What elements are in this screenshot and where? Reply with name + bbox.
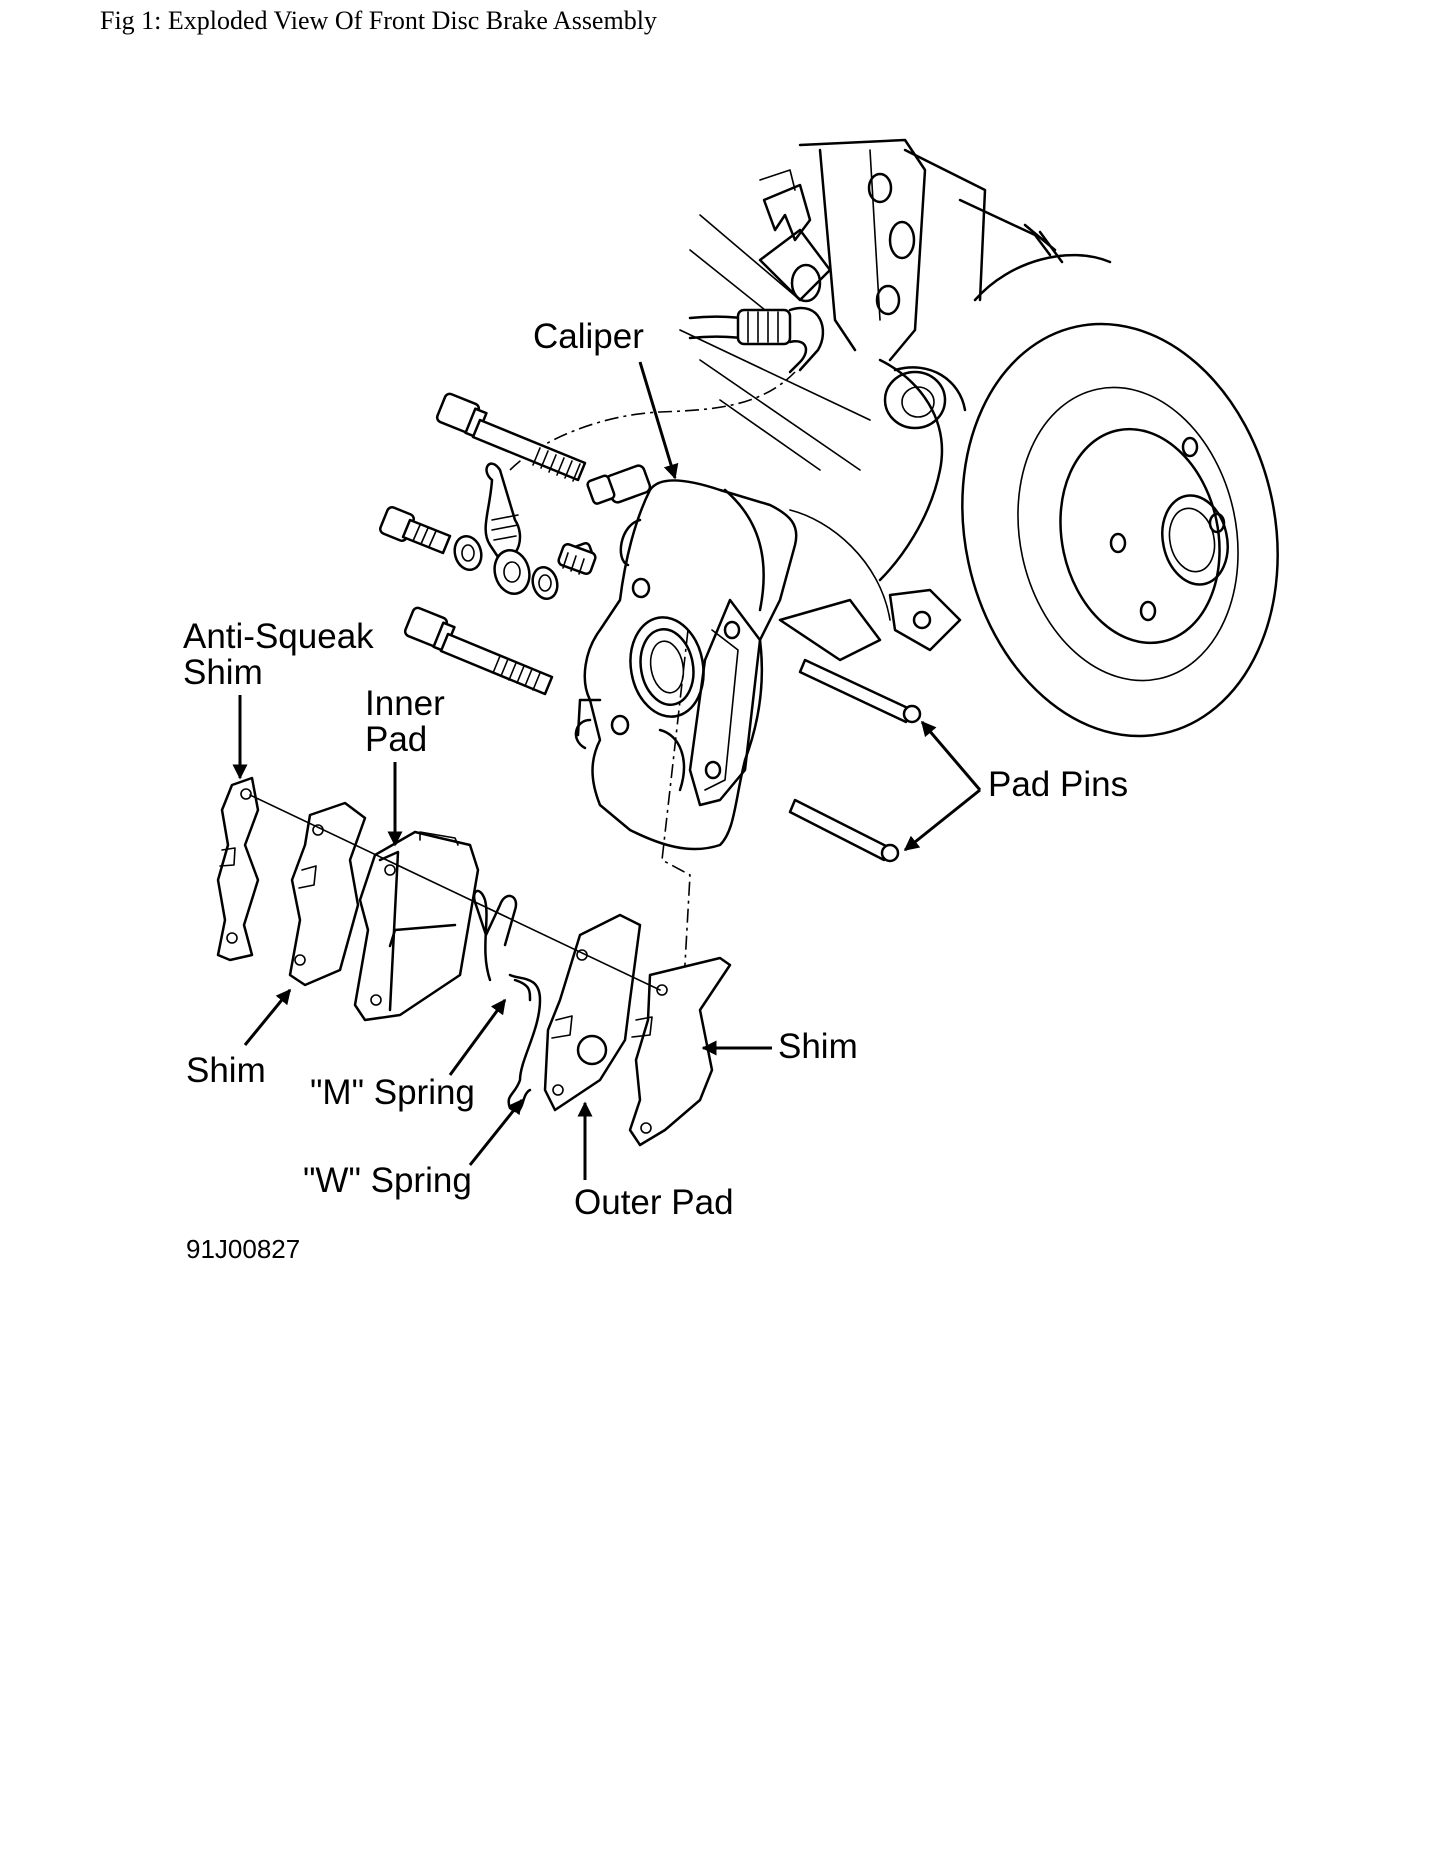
steering-knuckle [679, 138, 1064, 662]
w-spring-arrow [468, 1098, 524, 1166]
shim-left-arrow [243, 988, 292, 1046]
label-anti-squeak-line1: Anti-Squeak [183, 617, 374, 656]
inner-shim-part [288, 801, 367, 987]
figure-title: Fig 1: Exploded View Of Front Disc Brake… [100, 6, 657, 35]
label-outer-pad: Outer Pad [574, 1183, 734, 1222]
outer-pad-part [543, 913, 642, 1112]
label-w-spring: "W" Spring [303, 1161, 472, 1200]
pad-pin-lower [788, 798, 900, 863]
bleeder-screw [563, 464, 652, 569]
m-spring-arrow [448, 998, 507, 1076]
outer-shim-part [628, 956, 732, 1147]
anti-squeak-shim-part [216, 776, 260, 962]
brake-rotor [888, 253, 1279, 738]
pad-pins-arrow-upper [920, 720, 982, 791]
w-spring-part [507, 973, 542, 1113]
caliper-body [574, 479, 798, 851]
label-caliper: Caliper [533, 317, 644, 356]
caliper-arrow [638, 361, 679, 480]
guide-line-vertical [661, 629, 691, 1001]
m-spring-part [472, 889, 518, 982]
pad-pin-upper [798, 658, 922, 724]
banjo-bolt [379, 462, 597, 601]
guide-line-upper [509, 371, 796, 471]
alignment-line-upper [249, 794, 661, 991]
label-shim-left: Shim [186, 1051, 266, 1090]
figure-code: 91J00827 [186, 1234, 300, 1264]
lower-guide-bolt [403, 606, 554, 696]
label-shim-right: Shim [778, 1027, 858, 1066]
inner-pad-part [353, 830, 480, 1022]
label-inner-pad-line1: Inner [365, 684, 445, 723]
label-m-spring: "M" Spring [310, 1073, 475, 1112]
label-anti-squeak-line2: Shim [183, 653, 263, 692]
label-pad-pins: Pad Pins [988, 765, 1128, 804]
label-inner-pad-line2: Pad [365, 720, 427, 759]
brake-hose [688, 169, 825, 374]
upper-guide-bolt [435, 392, 587, 482]
pad-pins-arrow-lower [903, 788, 981, 852]
